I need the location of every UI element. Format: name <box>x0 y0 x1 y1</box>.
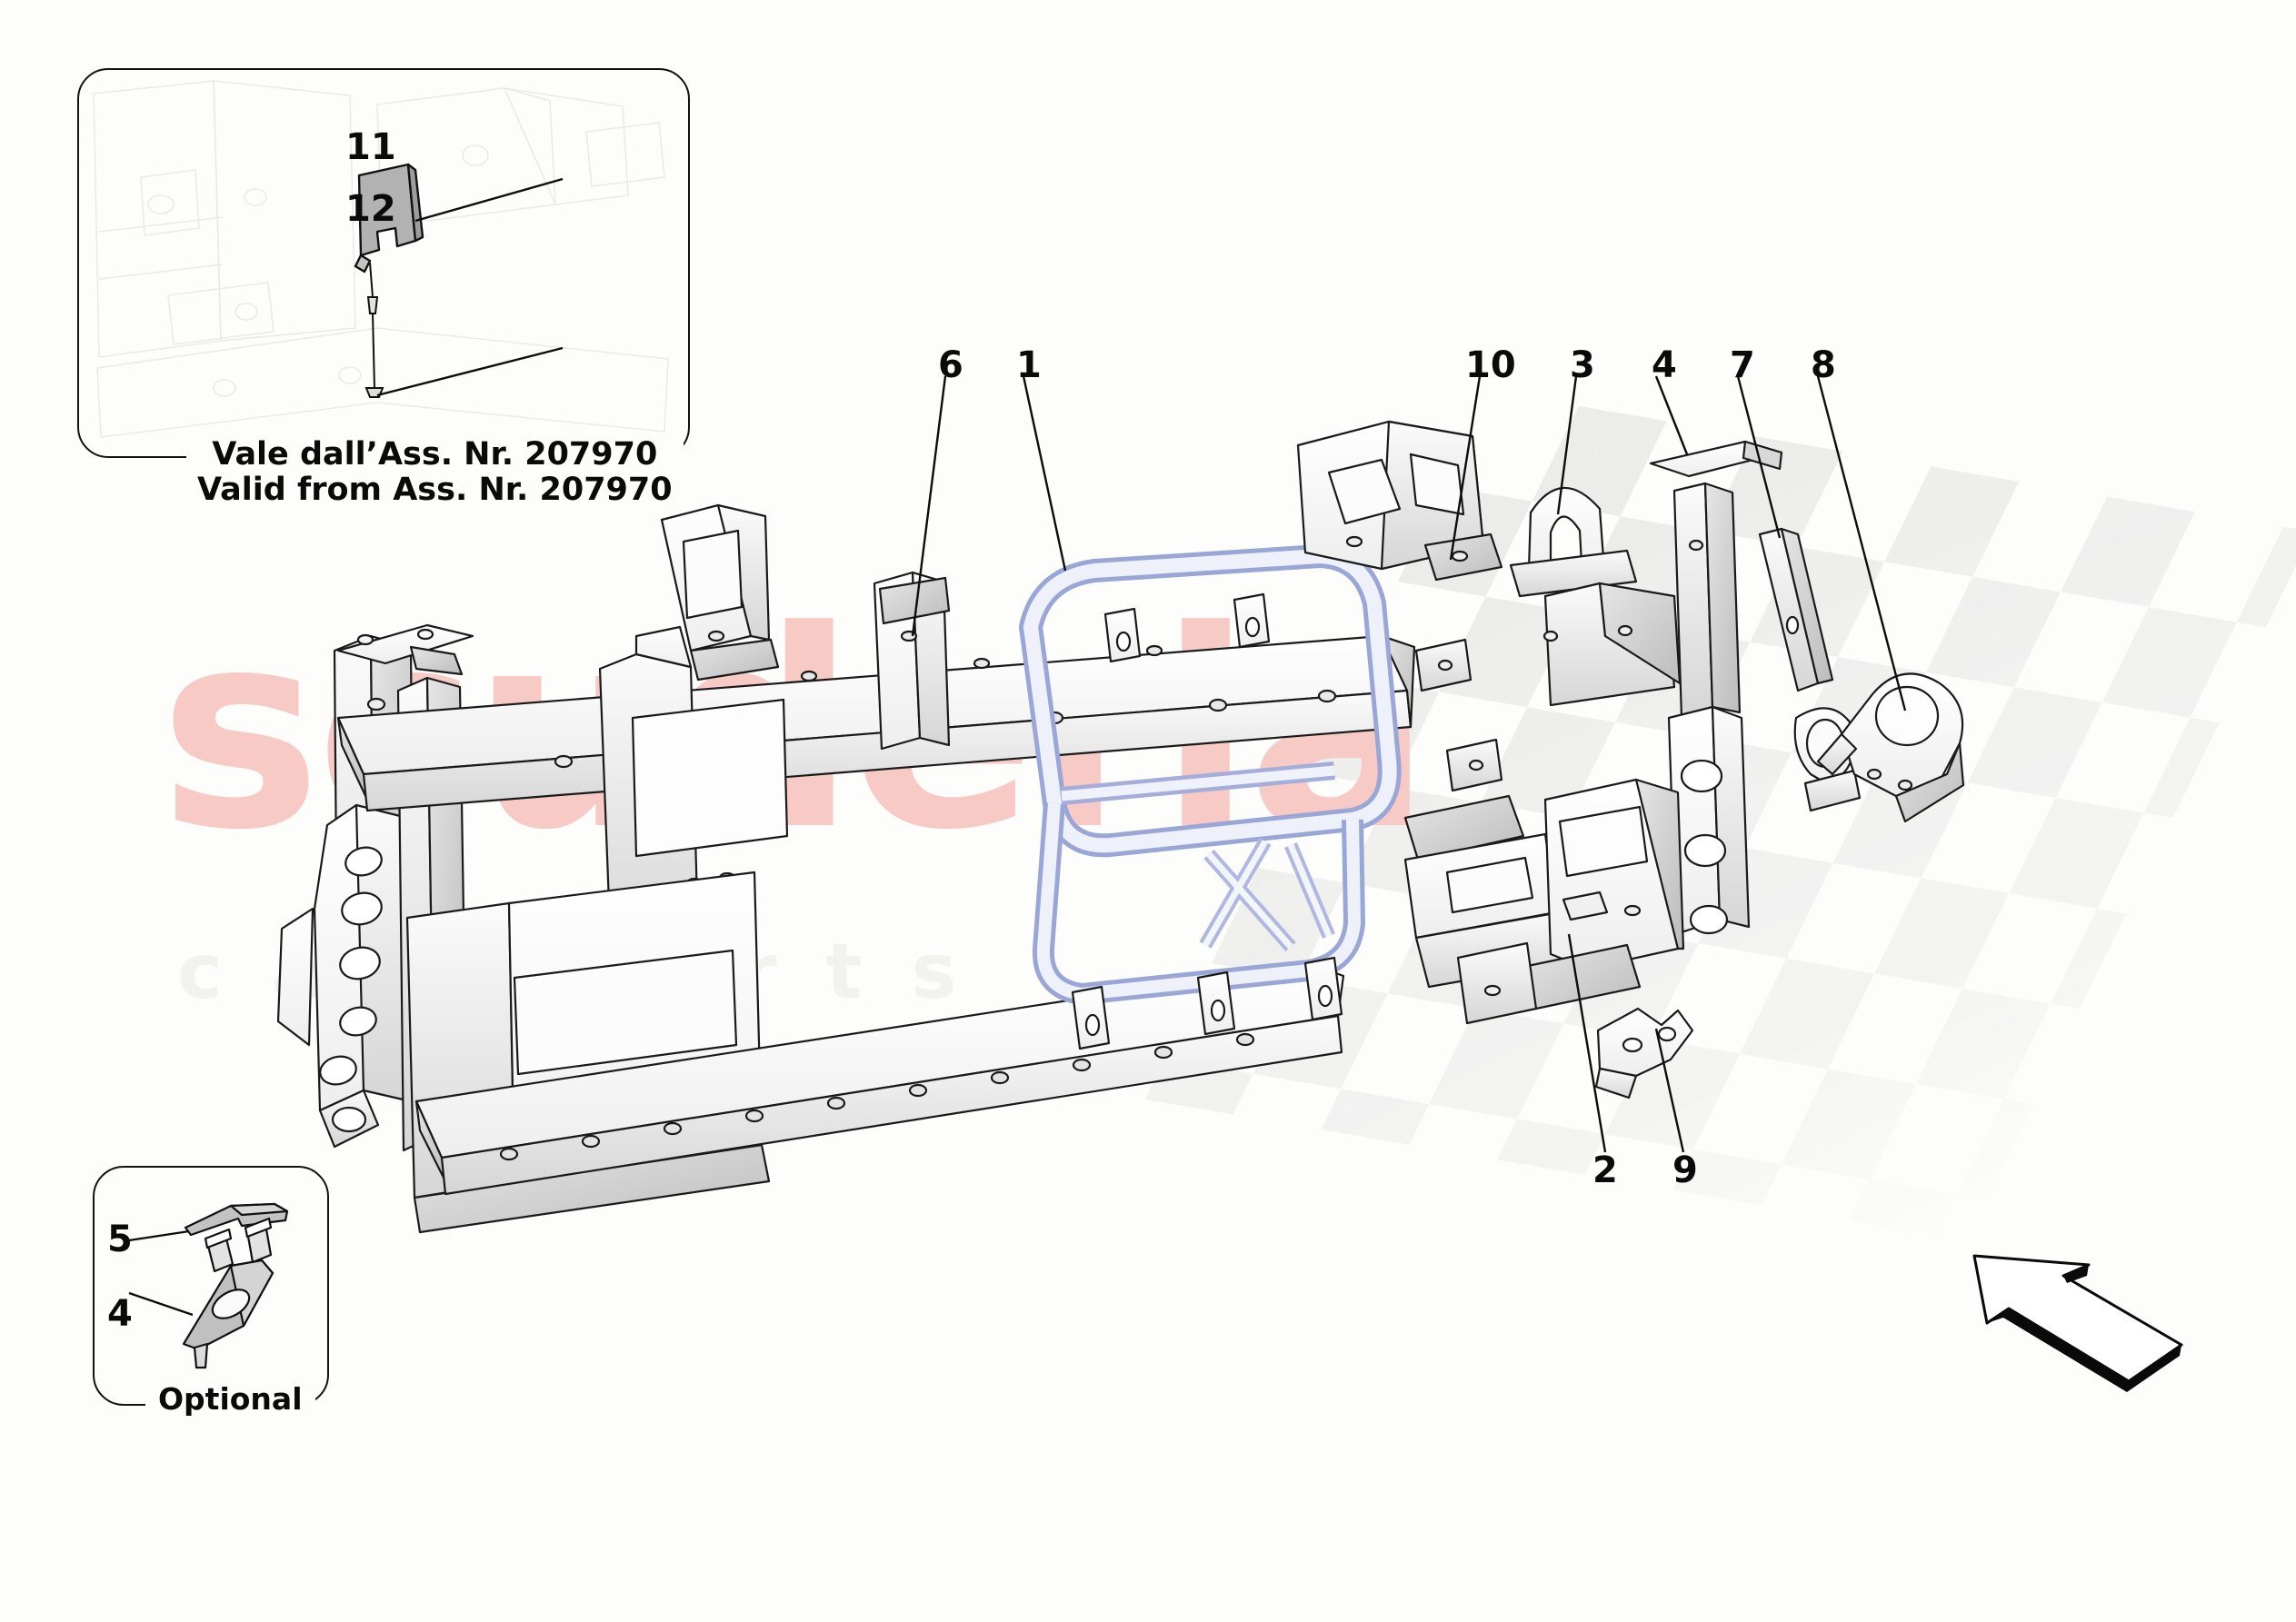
upper-left-small-bracket <box>660 503 780 682</box>
callout-8[interactable]: 8 <box>1811 344 1836 386</box>
lower-long-rail <box>414 961 1345 1196</box>
callout-10[interactable]: 10 <box>1465 344 1516 386</box>
callout-3[interactable]: 3 <box>1570 344 1595 386</box>
callout-6[interactable]: 6 <box>938 344 963 386</box>
forward-direction-arrow <box>1972 1254 2183 1392</box>
callout-2[interactable]: 2 <box>1592 1149 1618 1191</box>
callout-4-optional[interactable]: 4 <box>107 1293 133 1335</box>
part-10-upper-plate <box>1296 420 1503 582</box>
right-bracket-cluster <box>1509 440 1965 936</box>
callout-1[interactable]: 1 <box>1016 344 1042 386</box>
optional-note-artwork <box>128 1202 289 1369</box>
part-1-tubular-frame <box>1019 544 1402 1050</box>
callout-12[interactable]: 12 <box>345 188 396 230</box>
valid-from-caption: Vale dall’Ass. Nr. 207970 Valid from Ass… <box>186 436 684 509</box>
far-right-tabs <box>1414 638 1503 792</box>
callout-5-optional[interactable]: 5 <box>107 1219 133 1260</box>
callout-4-right[interactable]: 4 <box>1652 344 1677 386</box>
lower-right-cluster <box>1403 778 1694 1100</box>
valid-from-note-artwork <box>93 80 669 438</box>
callout-9[interactable]: 9 <box>1672 1149 1698 1191</box>
part-6-post-bracket <box>873 571 951 751</box>
callout-11[interactable]: 11 <box>345 126 396 168</box>
optional-caption: Optional <box>145 1382 315 1417</box>
callout-leader-lines <box>911 375 1907 1153</box>
callout-7[interactable]: 7 <box>1730 344 1755 386</box>
